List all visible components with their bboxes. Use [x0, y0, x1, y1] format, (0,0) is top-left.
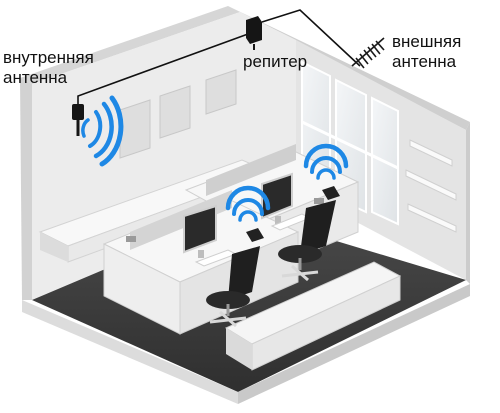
shelf-3 [407, 203, 457, 233]
cable-to-external-antenna [261, 9, 361, 67]
floor-slab-front-left [22, 300, 238, 404]
repeater-box-icon [246, 16, 262, 50]
desk-front-partition [130, 190, 232, 250]
upper-cabinet-2 [159, 85, 191, 139]
wall-counter-side [40, 232, 68, 262]
monitor-icon [183, 204, 217, 258]
low-cabinet-side [226, 328, 252, 370]
indoor-antenna-icon [72, 104, 84, 136]
yagi-antenna-icon [351, 37, 385, 69]
phones [246, 186, 340, 242]
left-wall-thickness [20, 78, 32, 300]
shelf-1 [409, 139, 453, 167]
phone-icon [246, 228, 264, 242]
desk-socket [314, 198, 324, 204]
desk-back-partition [206, 144, 296, 196]
floor-slab-front-right [238, 284, 470, 404]
shelf-2 [405, 169, 457, 201]
left-wall-top-edge [20, 6, 240, 84]
desk-socket [126, 236, 136, 242]
upper-cabinet-1 [119, 99, 151, 159]
external-antenna-label: внешняя антенна [392, 32, 462, 71]
office-chair-icon [206, 246, 260, 328]
internal-antenna-label: внутренняя антенна [3, 48, 94, 87]
cables [77, 9, 361, 106]
phone-icon [322, 186, 340, 200]
cable-to-internal-antenna [77, 33, 249, 106]
chairs [206, 200, 336, 328]
right-wall-thickness [466, 122, 470, 284]
office-chair-icon [278, 200, 336, 282]
wifi-signal-icon [81, 95, 349, 222]
repeater-label: репитер [243, 52, 308, 71]
upper-cabinet-3 [205, 69, 237, 115]
